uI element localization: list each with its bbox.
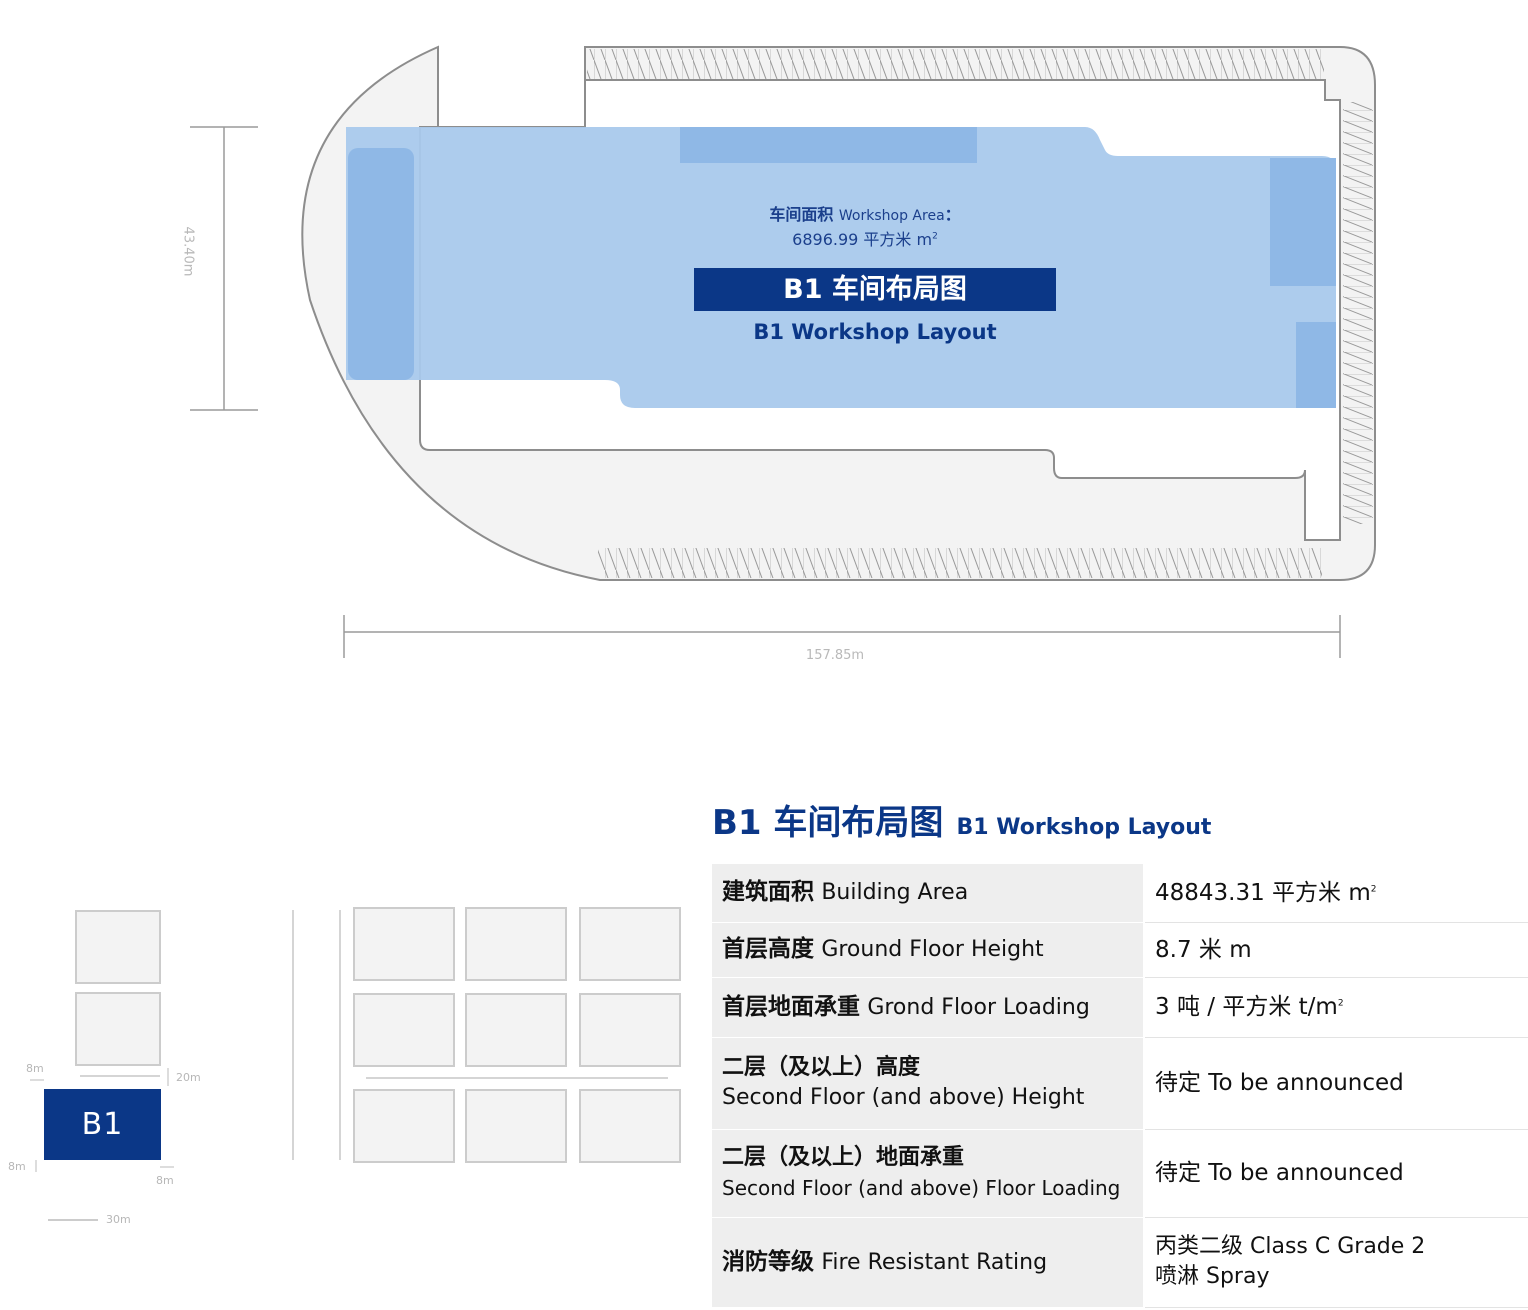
spec-key-zh: 消防等级 — [722, 1248, 814, 1275]
area-label-zh: 车间面积 — [769, 205, 834, 224]
site-building — [75, 910, 161, 984]
spec-value: 3 吨 / 平方米 t/m2 — [1144, 977, 1528, 1038]
workshop-block-top — [680, 127, 977, 163]
spec-key-en: Grond Floor Loading — [867, 994, 1090, 1020]
dimension-height: 43.40m — [180, 226, 196, 277]
spec-key-en: Fire Resistant Rating — [821, 1249, 1048, 1275]
spec-value-sup: 2 — [1370, 884, 1377, 895]
site-building — [465, 993, 567, 1067]
spec-table: 建筑面积 Building Area 48843.31 平方米 m2 首层高度 … — [712, 864, 1528, 1308]
site-building — [353, 993, 455, 1067]
spec-row: 二层（及以上）地面承重 Second Floor (and above) Flo… — [712, 1129, 1528, 1218]
spec-key: 首层高度 Ground Floor Height — [712, 922, 1145, 978]
spec-key-en: Ground Floor Height — [821, 937, 1044, 962]
hatch-top — [587, 49, 1324, 79]
spec-row: 二层（及以上）高度 Second Floor (and above) Heigh… — [712, 1037, 1528, 1130]
spec-value-text: 待定 To be announced — [1155, 1070, 1404, 1096]
spec-key-zh: 首层地面承重 — [722, 993, 860, 1020]
spec-value-text: 48843.31 平方米 m — [1155, 879, 1371, 906]
spec-value-text: 丙类二级 Class C Grade 2 — [1155, 1234, 1426, 1259]
dimension-width: 157.85m — [805, 648, 865, 663]
site-dim-bottom: 8m — [156, 1174, 174, 1187]
hatch-right — [1343, 102, 1373, 524]
area-sup: 2 — [932, 231, 938, 242]
site-map — [75, 907, 681, 1163]
spec-key: 二层（及以上）地面承重 Second Floor (and above) Flo… — [712, 1129, 1145, 1218]
workshop-block-right-top — [1270, 158, 1336, 286]
spec-value-text: 8.7 米 m — [1155, 936, 1252, 963]
spec-value-text: 待定 To be announced — [1155, 1160, 1404, 1186]
workshop-block-right-bottom — [1296, 322, 1336, 408]
spec-value-text-2: 喷淋 Spray — [1155, 1264, 1270, 1289]
spec-key: 二层（及以上）高度 Second Floor (and above) Heigh… — [712, 1037, 1145, 1130]
layout-banner: B1 车间布局图 — [694, 268, 1056, 311]
spec-row: 首层高度 Ground Floor Height 8.7 米 m — [712, 922, 1528, 978]
site-dim-right: 20m — [176, 1071, 201, 1084]
site-building — [579, 907, 681, 981]
workshop-block-left — [348, 148, 414, 380]
spec-key-zh: 二层（及以上）地面承重 — [722, 1145, 965, 1170]
spec-value: 待定 To be announced — [1144, 1037, 1528, 1130]
site-dim-left-bottom: 8m — [8, 1160, 26, 1173]
site-building — [353, 907, 455, 981]
site-scale: 30m — [106, 1213, 131, 1226]
spec-key-en: Building Area — [821, 880, 969, 906]
spec-value: 丙类二级 Class C Grade 2 喷淋 Spray — [1144, 1217, 1528, 1308]
spec-value: 待定 To be announced — [1144, 1129, 1528, 1218]
site-dim-left-top: 8m — [26, 1062, 44, 1075]
spec-value: 48843.31 平方米 m2 — [1144, 864, 1528, 923]
spec-value-text: 3 吨 / 平方米 t/m — [1155, 994, 1338, 1020]
hatch-bottom — [598, 548, 1322, 578]
site-building — [465, 907, 567, 981]
site-b1-block: B1 — [44, 1089, 161, 1160]
spec-value: 8.7 米 m — [1144, 922, 1528, 978]
area-value: 6896.99 平方米 m — [792, 230, 933, 249]
spec-row: 首层地面承重 Grond Floor Loading 3 吨 / 平方米 t/m… — [712, 977, 1528, 1038]
spec-title-zh: B1 车间布局图 — [712, 803, 944, 843]
site-building — [353, 1089, 455, 1163]
site-building — [465, 1089, 567, 1163]
spec-value-sup: 2 — [1337, 998, 1344, 1009]
spec-title: B1 车间布局图 B1 Workshop Layout — [712, 795, 1211, 844]
spec-key-zh: 首层高度 — [722, 936, 814, 962]
spec-key-zh: 二层（及以上）高度 — [722, 1055, 921, 1080]
area-label-en: Workshop Area — [838, 208, 945, 224]
spec-key-en: Second Floor (and above) Floor Loading — [722, 1176, 1121, 1200]
site-building — [579, 1089, 681, 1163]
spec-key: 首层地面承重 Grond Floor Loading — [712, 977, 1145, 1038]
layout-banner-en: B1 Workshop Layout — [753, 320, 997, 344]
spec-row: 消防等级 Fire Resistant Rating 丙类二级 Class C … — [712, 1217, 1528, 1308]
workshop-area-label: 车间面积 Workshop Area： 6896.99 平方米 m2 — [700, 203, 1030, 251]
spec-title-en: B1 Workshop Layout — [956, 815, 1212, 840]
spec-key: 建筑面积 Building Area — [712, 864, 1145, 923]
workshop-area — [346, 127, 1336, 408]
spec-key-zh: 建筑面积 — [722, 879, 814, 906]
spec-key: 消防等级 Fire Resistant Rating — [712, 1217, 1145, 1308]
area-colon: ： — [944, 205, 961, 224]
site-building — [579, 993, 681, 1067]
spec-key-en: Second Floor (and above) Height — [722, 1085, 1085, 1110]
site-building — [75, 992, 161, 1066]
spec-row: 建筑面积 Building Area 48843.31 平方米 m2 — [712, 864, 1528, 923]
